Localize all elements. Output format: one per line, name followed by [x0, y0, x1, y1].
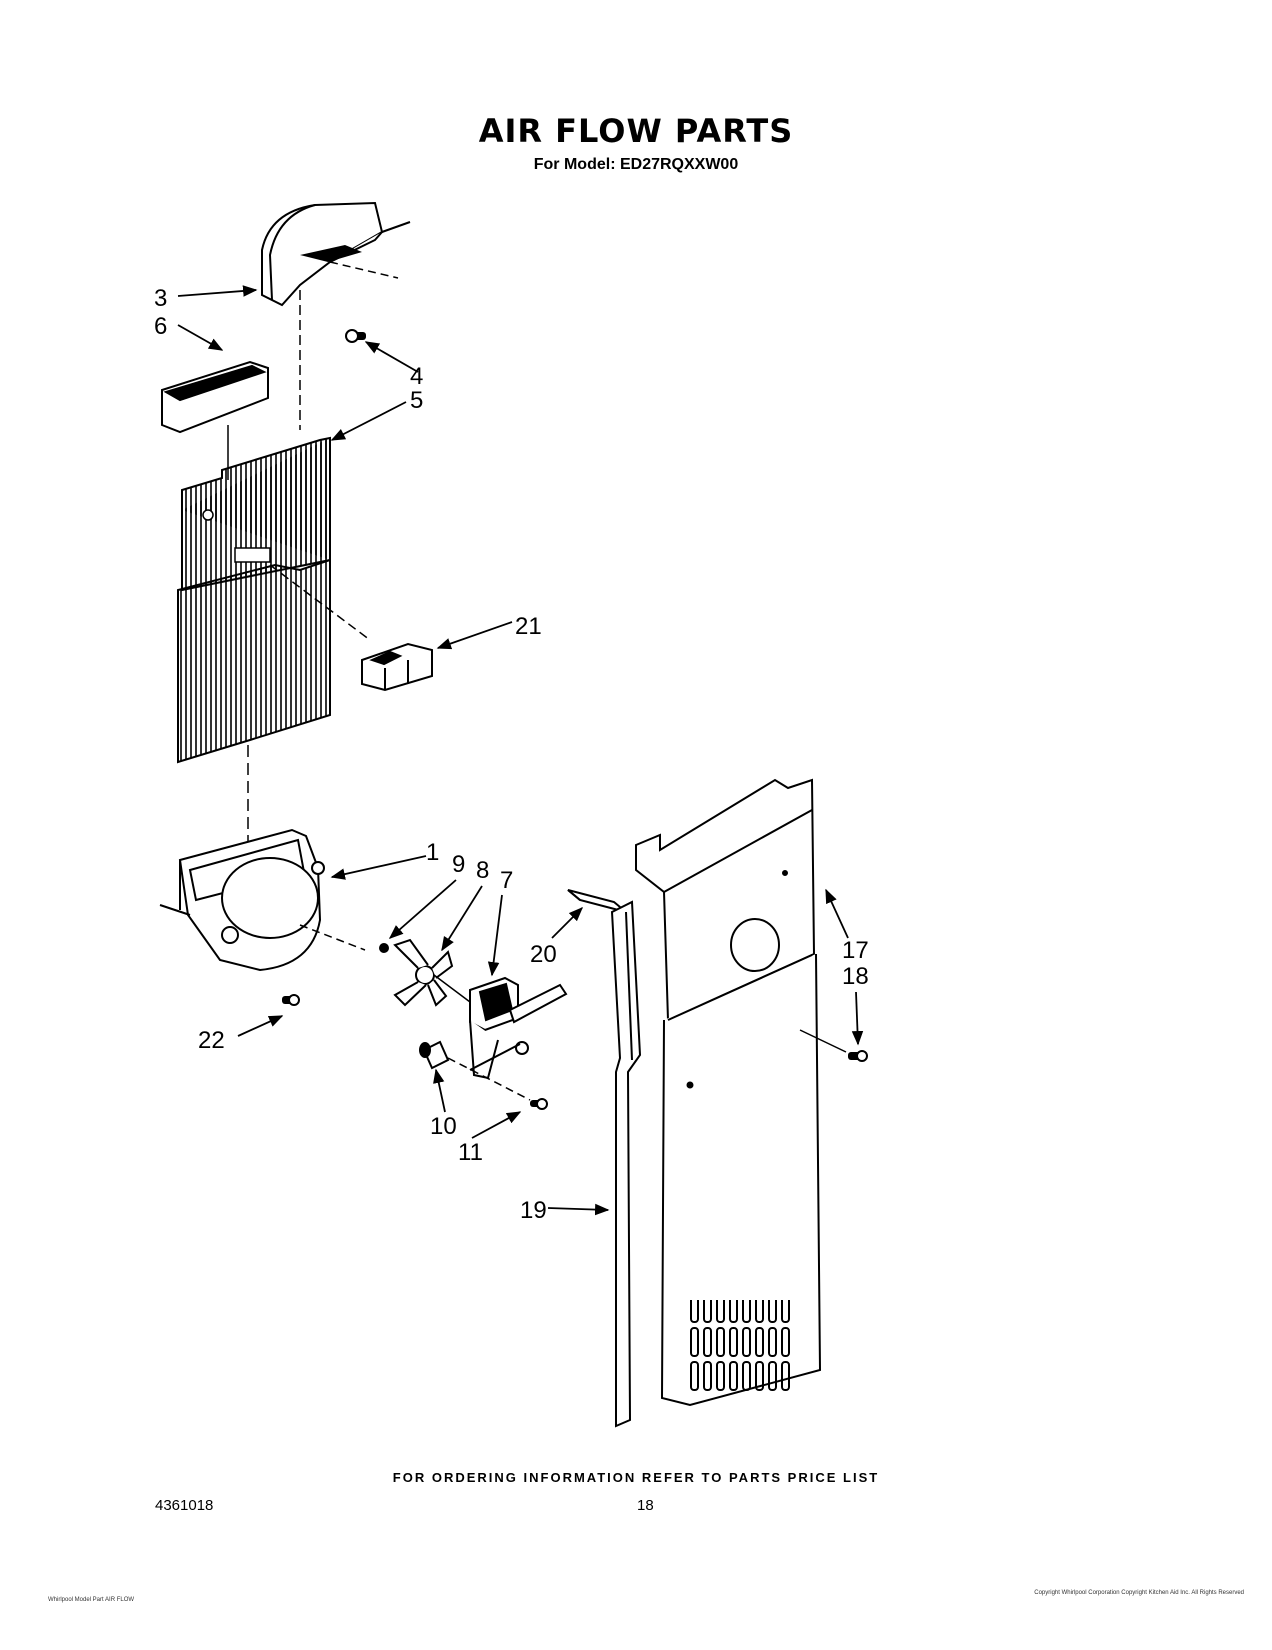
callout-22: 22	[198, 1027, 225, 1054]
part-21-bracket	[361, 642, 433, 692]
callout-9: 9	[452, 851, 465, 878]
part-6-grille-insert	[161, 360, 269, 434]
part-8-fan-blade	[393, 938, 454, 1007]
document-number: 4361018	[155, 1497, 214, 1514]
part-5-evaporator-cover	[177, 436, 331, 764]
page-title: AIR FLOW PARTS	[478, 112, 794, 150]
page-number: 18	[637, 1497, 654, 1514]
part-11-screw	[530, 1098, 548, 1110]
callout-8: 8	[476, 857, 489, 884]
part-1-fan-shroud	[159, 828, 325, 972]
part-7-fan-motor	[469, 976, 568, 1080]
part-3-air-duct	[261, 201, 411, 307]
callout-7: 7	[500, 867, 513, 894]
part-18-screw	[848, 1050, 868, 1062]
callout-4: 4	[410, 363, 423, 390]
part-4-screw	[345, 329, 366, 343]
part-17-rear-panel	[635, 778, 822, 1407]
callout-6: 6	[154, 313, 167, 340]
callout-19: 19	[520, 1197, 547, 1224]
callout-21: 21	[515, 613, 542, 640]
part-9-nut	[379, 943, 389, 953]
part-19-channel	[610, 900, 642, 1428]
callout-3: 3	[154, 285, 167, 312]
ordering-note: FOR ORDERING INFORMATION REFER TO PARTS …	[392, 1470, 880, 1485]
leader-lines	[177, 285, 864, 1216]
part-22-screw	[282, 994, 300, 1006]
callout-17: 17	[842, 937, 869, 964]
callout-20: 20	[530, 941, 557, 968]
callout-1: 1	[426, 839, 439, 866]
callout-10: 10	[430, 1113, 457, 1140]
part-10-grommet	[419, 1040, 450, 1070]
callout-11: 11	[458, 1139, 483, 1166]
callout-5: 5	[410, 387, 423, 414]
model-subtitle: For Model: ED27RQXXW00	[533, 156, 739, 173]
fine-print-left: Whirlpool Model Part AIR FLOW	[48, 1597, 135, 1603]
fine-print-right: Copyright Whirlpool Corporation Copyrigh…	[1034, 1590, 1244, 1596]
callout-18: 18	[842, 963, 869, 990]
